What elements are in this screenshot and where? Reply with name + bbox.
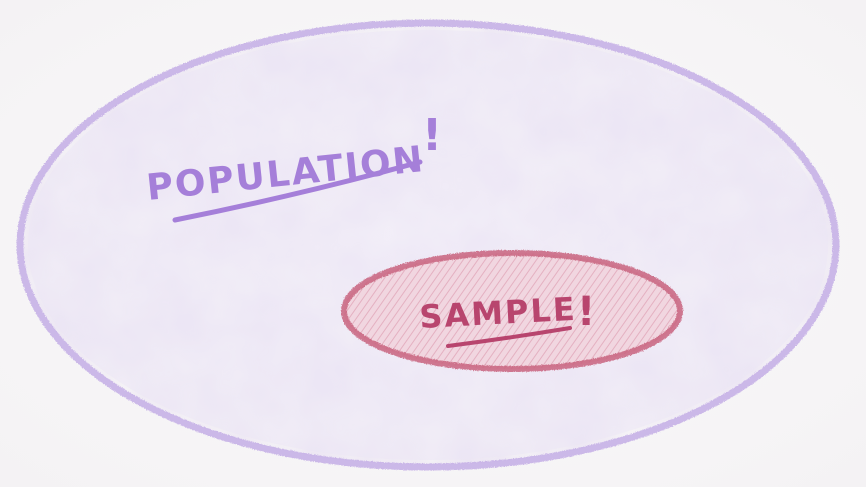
population-exclamation: ! [422, 110, 444, 161]
population-underline [172, 159, 423, 223]
sample-label: SAMPLE [418, 290, 577, 336]
sample-outline [341, 250, 683, 372]
population-area-wash [28, 30, 828, 460]
sample-area [344, 253, 680, 369]
sample-exclamation: ! [577, 289, 597, 335]
population-outline [16, 19, 840, 471]
sample-underline [446, 326, 572, 348]
